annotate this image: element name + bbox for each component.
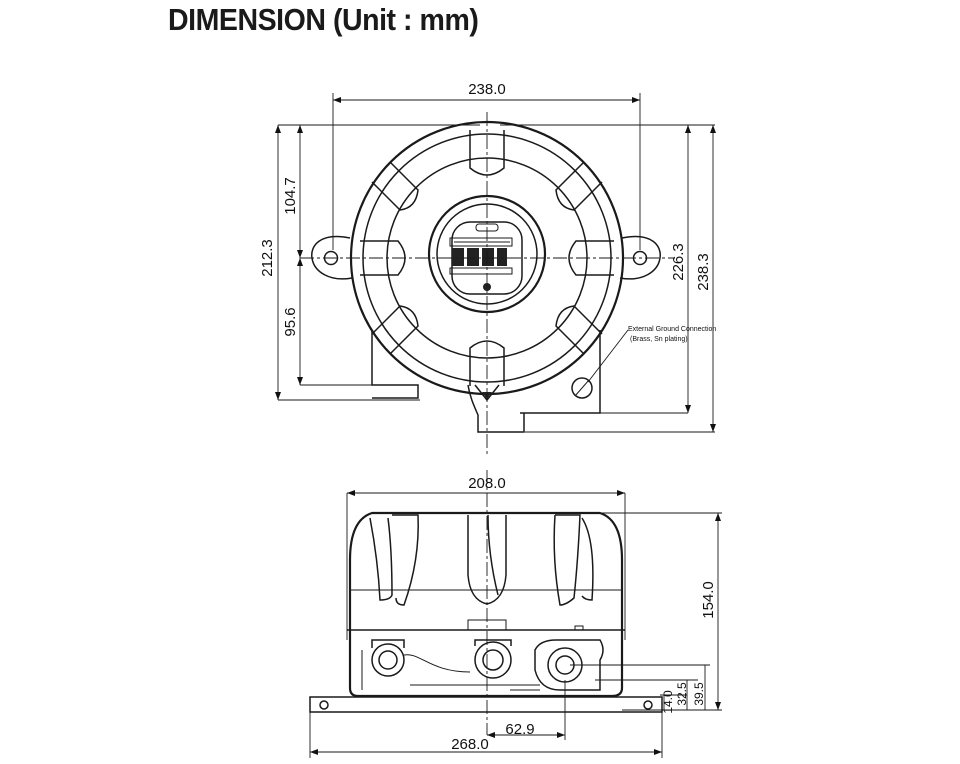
dim-62-9: 62.9 bbox=[505, 721, 534, 738]
dim-268-0: 268.0 bbox=[451, 736, 489, 753]
side-view: 208.0 154.0 14.0 32.5 39.5 bbox=[309, 470, 722, 758]
dim-238-3: 238.3 bbox=[695, 253, 712, 291]
dim-39-5: 39.5 bbox=[692, 682, 706, 706]
dim-154-0: 154.0 bbox=[700, 581, 717, 619]
dim-95-6: 95.6 bbox=[282, 307, 299, 336]
dim-14-0: 14.0 bbox=[661, 690, 675, 714]
page-title: DIMENSION (Unit : mm) bbox=[168, 2, 479, 37]
ground-note-line1: External Ground Connection bbox=[628, 326, 716, 333]
dim-238-0: 238.0 bbox=[468, 81, 506, 98]
dim-104-7: 104.7 bbox=[282, 177, 299, 215]
dim-226-3: 226.3 bbox=[670, 243, 687, 281]
ground-note-line2: (Brass, Sn plating) bbox=[630, 336, 688, 343]
dim-32-5: 32.5 bbox=[675, 682, 689, 706]
dim-212-3: 212.3 bbox=[259, 239, 276, 277]
top-view: 238.0 212.3 104.7 95.6 226.3 238.3 bbox=[259, 81, 716, 455]
